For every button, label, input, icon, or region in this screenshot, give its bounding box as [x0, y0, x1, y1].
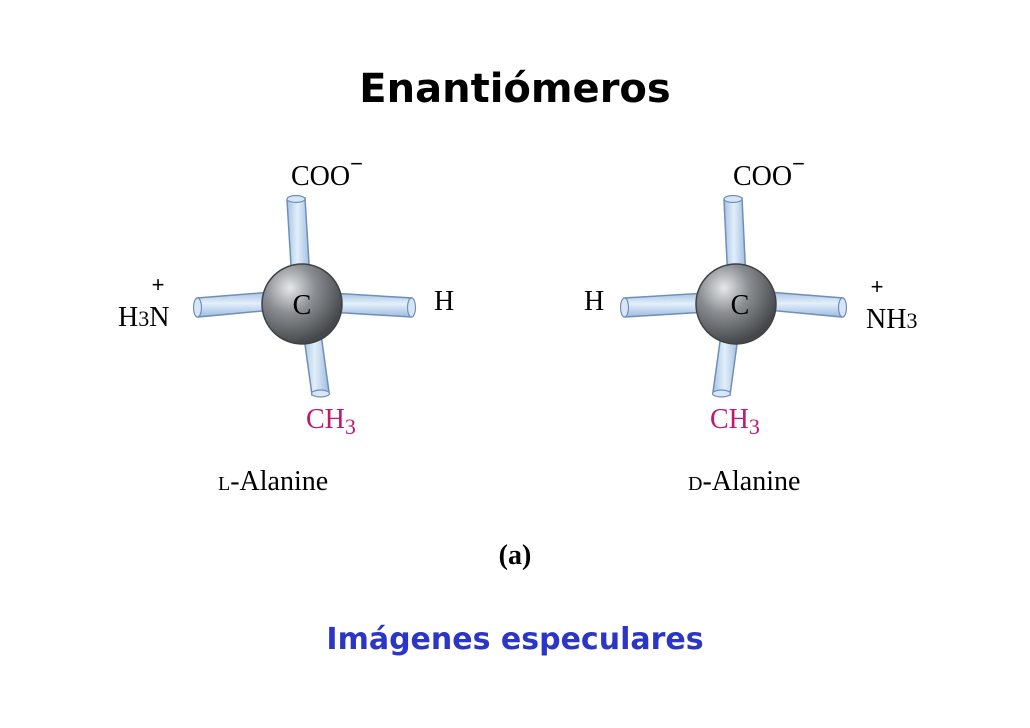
d-carbon-atom — [695, 263, 777, 345]
l-alanine-name: L-Alanine — [218, 466, 328, 498]
l-right-label: H — [434, 286, 454, 317]
d-alanine-name: D-Alanine — [688, 466, 800, 498]
d-alanine-molecule: C COO− H + NH3 CH3 — [584, 151, 917, 439]
l-left-label: H3N — [118, 302, 169, 333]
d-left-label: H — [584, 286, 604, 317]
page-title: Enantiómeros — [359, 66, 671, 112]
d-top-label: COO− — [733, 151, 805, 192]
l-alanine-suffix: -Alanine — [230, 466, 329, 497]
l-carbon-atom — [261, 263, 343, 345]
subtitle: Imágenes especulares — [326, 622, 704, 657]
d-right-label: NH3 — [866, 304, 917, 335]
panel-label: (a) — [498, 540, 532, 571]
l-alanine-molecule: C COO− + H3N H CH3 — [118, 151, 454, 439]
l-alanine-prefix: L — [218, 473, 231, 495]
l-carbon-label: C — [293, 290, 312, 321]
d-carbon-label: C — [731, 290, 750, 321]
d-bottom-label: CH3 — [710, 404, 760, 439]
l-bottom-label: CH3 — [306, 404, 356, 439]
d-bond-left — [619, 292, 708, 318]
d-bond-right — [766, 291, 848, 318]
l-left-charge: + — [152, 272, 165, 297]
d-alanine-suffix: -Alanine — [702, 466, 801, 497]
d-right-charge: + — [871, 274, 884, 299]
d-alanine-prefix: D — [688, 473, 703, 495]
l-top-label: COO− — [291, 151, 363, 192]
l-bond-left — [192, 291, 274, 318]
